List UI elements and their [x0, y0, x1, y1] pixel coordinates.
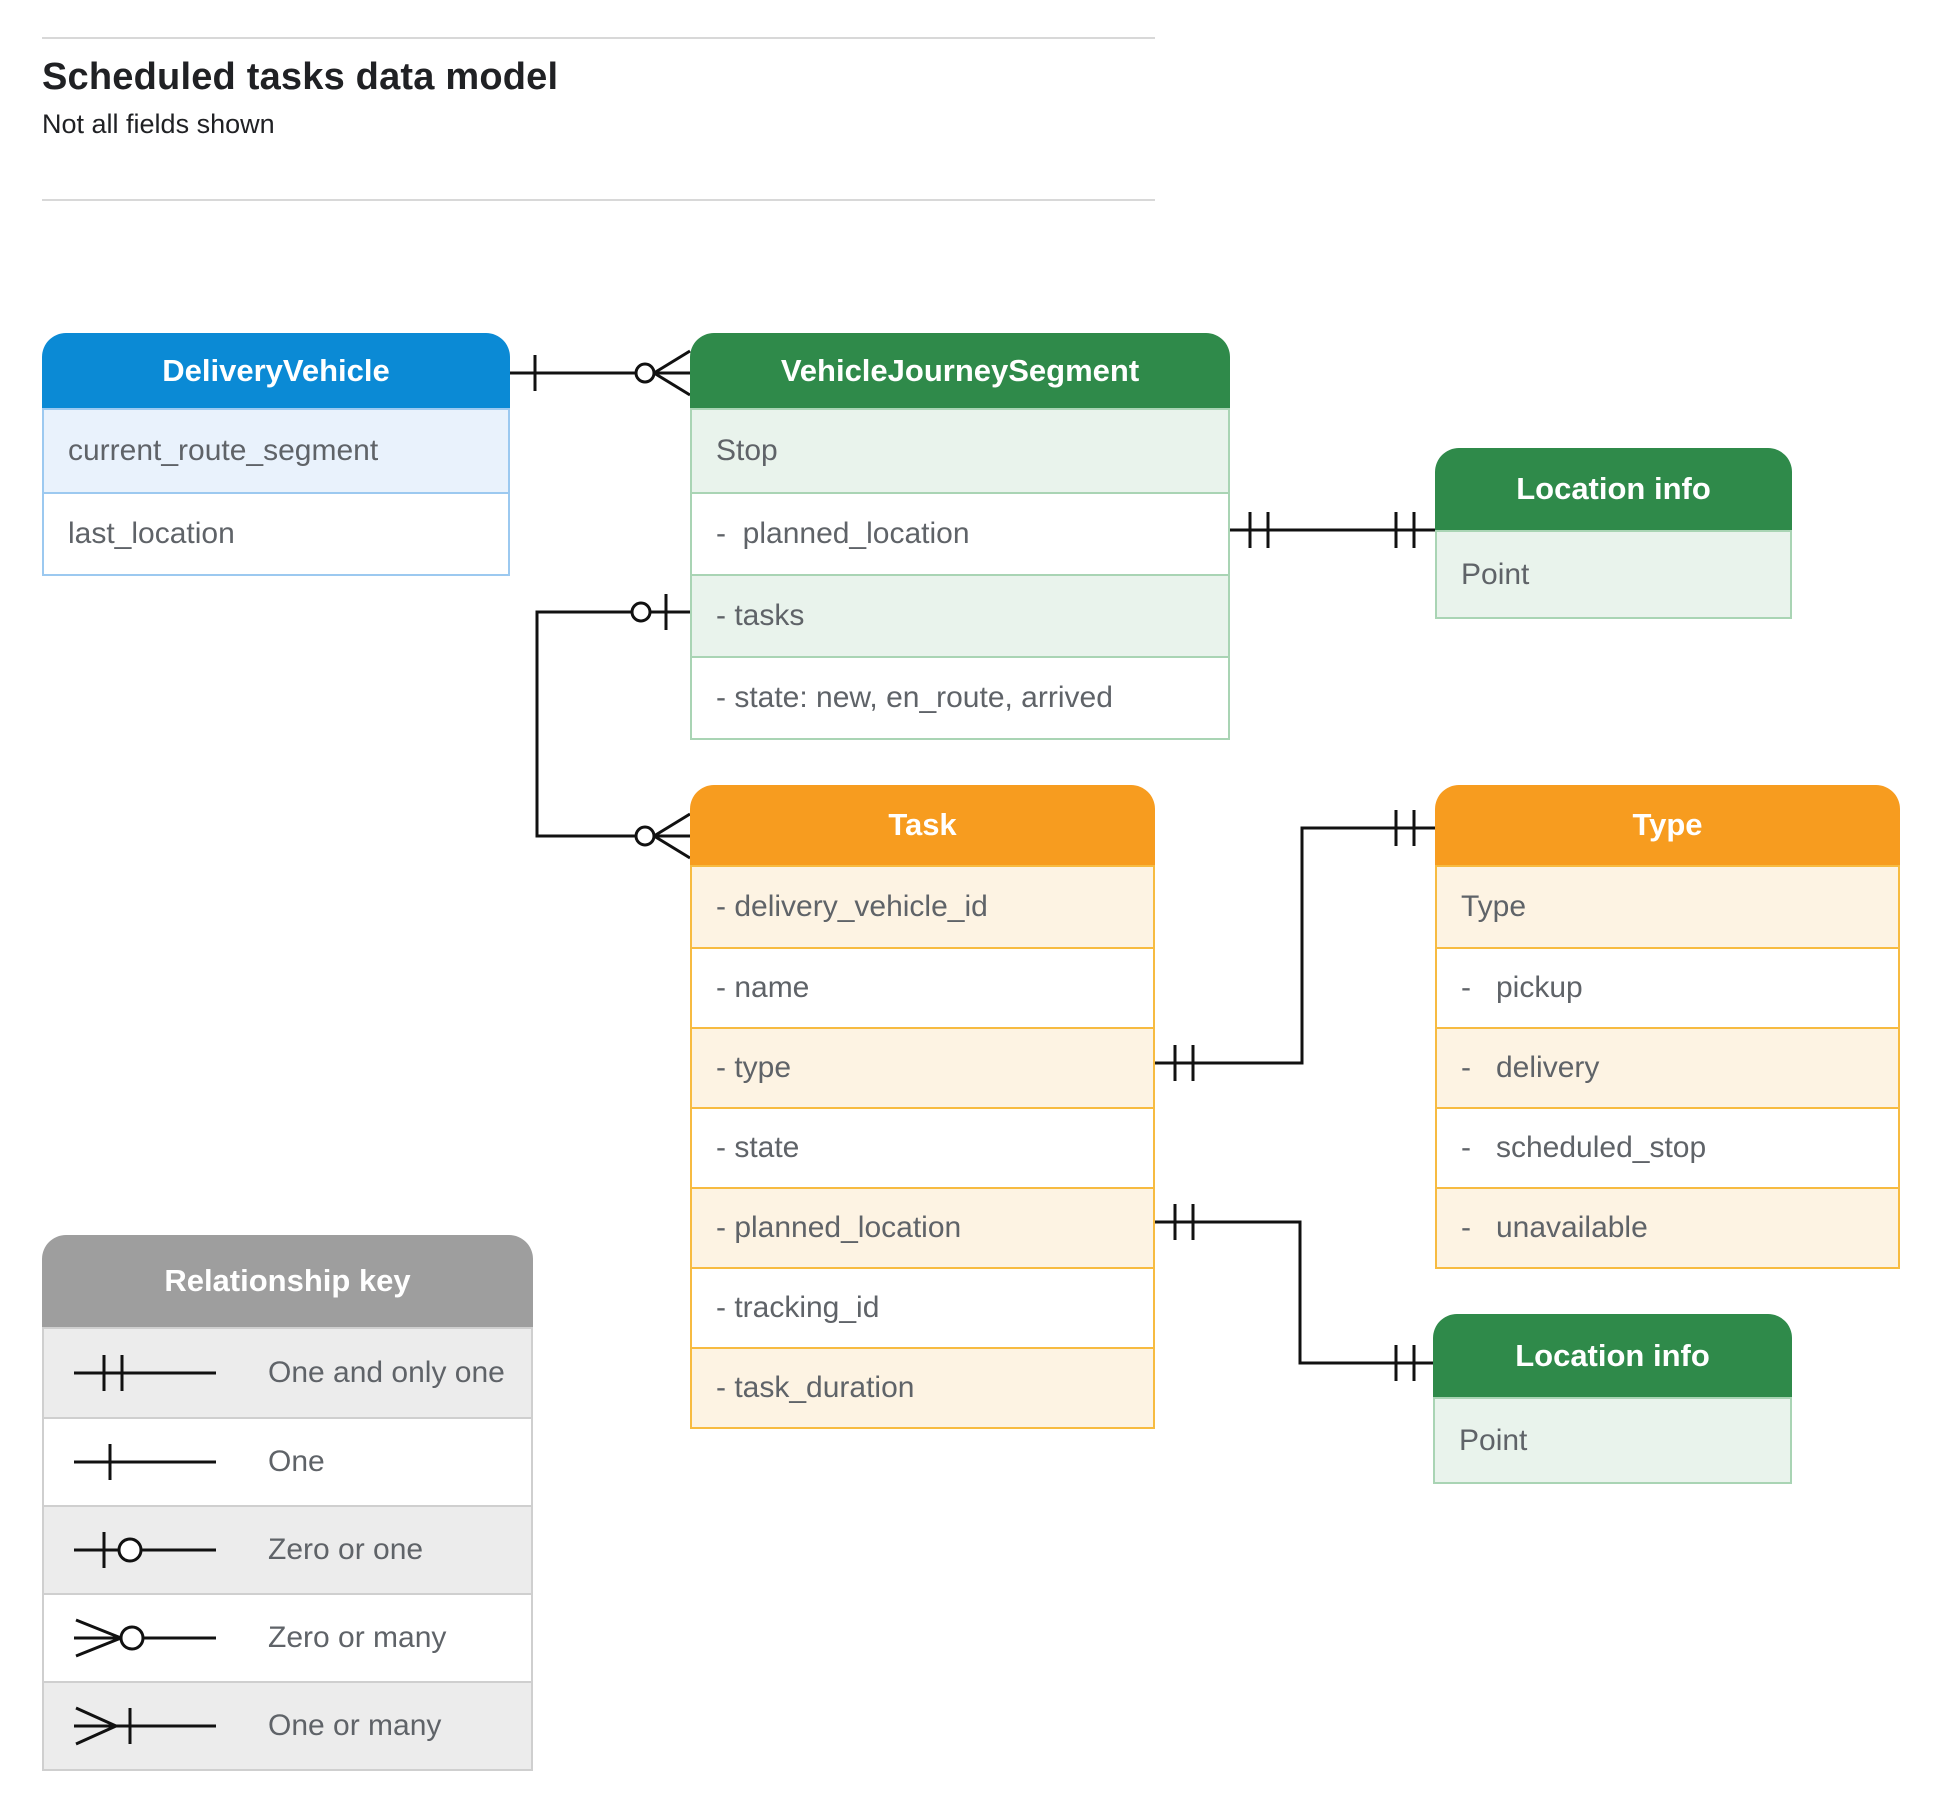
entity-task-title: Task [690, 785, 1155, 865]
connector-plannedlocation-to-locationinfo-stop [1230, 512, 1435, 548]
subtitle-divider [42, 199, 1155, 201]
entity-location-info-task: Location info Point [1433, 1314, 1792, 1484]
entity-type: Type Type - pickup - delivery - schedule… [1435, 785, 1900, 1269]
page-title: Scheduled tasks data model [42, 56, 559, 98]
field-pickup: - pickup [1437, 947, 1898, 1027]
field-planned-location: - planned_location [692, 492, 1228, 574]
entity-vehicle-journey-segment: VehicleJourneySegment Stop - planned_loc… [690, 333, 1230, 740]
connector-task-plannedlocation-to-locationinfo-task [1155, 1204, 1433, 1381]
field-point: Point [1437, 532, 1790, 617]
legend-item-one-or-many: One or many [44, 1681, 531, 1769]
one-or-many-icon [74, 1706, 216, 1746]
field-state: - state: new, en_route, arrived [692, 656, 1228, 738]
entity-task: Task - delivery_vehicle_id - name - type… [690, 785, 1155, 1429]
legend-item-zero-or-many: Zero or many [44, 1593, 531, 1681]
legend-label: Zero or one [268, 1533, 424, 1566]
field-tracking-id: - tracking_id [692, 1267, 1153, 1347]
one-and-only-one-icon [74, 1355, 216, 1391]
legend-label: Zero or many [268, 1621, 447, 1654]
field-delivery-vehicle-id: - delivery_vehicle_id [692, 867, 1153, 947]
page-subtitle: Not all fields shown [42, 109, 275, 139]
legend-item-zero-or-one: Zero or one [44, 1505, 531, 1593]
field-type-name: Type [1437, 867, 1898, 947]
connector-task-type-to-type [1155, 810, 1435, 1081]
field-unavailable: - unavailable [1437, 1187, 1898, 1267]
legend-item-one: One [44, 1417, 531, 1505]
field-task-duration: - task_duration [692, 1347, 1153, 1427]
connector-deliveryvehicle-to-vehiclejourneysegment [510, 349, 691, 397]
legend-item-one-and-only-one: One and only one [44, 1329, 531, 1417]
entity-location-info-task-title: Location info [1433, 1314, 1792, 1397]
field-point: Point [1435, 1399, 1790, 1482]
field-current-route-segment: current_route_segment [44, 410, 508, 492]
field-scheduled-stop: - scheduled_stop [1437, 1107, 1898, 1187]
field-tasks: - tasks [692, 574, 1228, 656]
field-last-location: last_location [44, 492, 508, 574]
field-name: - name [692, 947, 1153, 1027]
field-stop: Stop [692, 410, 1228, 492]
entity-delivery-vehicle-title: DeliveryVehicle [42, 333, 510, 408]
top-divider [42, 37, 1155, 39]
entity-location-info-stop: Location info Point [1435, 448, 1792, 619]
relationship-key: Relationship key One and only one [42, 1235, 533, 1771]
field-planned-location: - planned_location [692, 1187, 1153, 1267]
entity-type-title: Type [1435, 785, 1900, 865]
zero-or-many-icon [74, 1618, 216, 1658]
one-icon [74, 1444, 216, 1480]
zero-or-one-icon [74, 1532, 216, 1568]
entity-delivery-vehicle: DeliveryVehicle current_route_segment la… [42, 333, 510, 576]
entity-location-info-stop-title: Location info [1435, 448, 1792, 530]
title-block: Scheduled tasks data model Not all field… [42, 56, 558, 140]
legend-label: One [268, 1445, 325, 1478]
field-type: - type [692, 1027, 1153, 1107]
field-state: - state [692, 1107, 1153, 1187]
legend-label: One or many [268, 1709, 442, 1742]
connector-vehiclejourneysegment-tasks-to-task [535, 594, 691, 860]
relationship-key-title: Relationship key [42, 1235, 533, 1327]
field-delivery: - delivery [1437, 1027, 1898, 1107]
entity-vehicle-journey-segment-title: VehicleJourneySegment [690, 333, 1230, 408]
legend-label: One and only one [268, 1356, 505, 1389]
